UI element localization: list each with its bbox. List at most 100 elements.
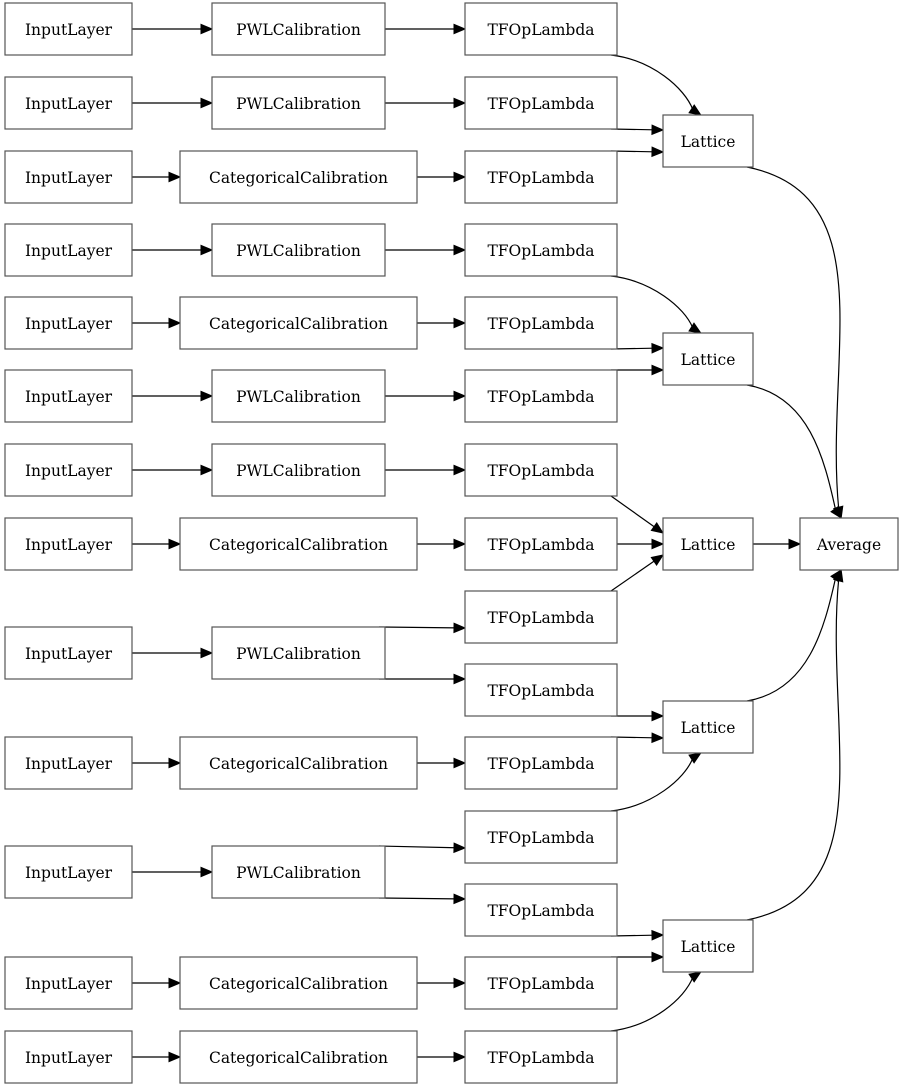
node-pwlcalibration-cal6[interactable]: PWLCalibration <box>211 369 386 423</box>
node-box[interactable] <box>464 296 618 350</box>
node-box[interactable] <box>464 1030 618 1084</box>
node-box[interactable] <box>4 845 133 899</box>
node-box[interactable] <box>464 810 618 864</box>
node-box[interactable] <box>662 114 754 168</box>
node-lattice-lat4[interactable]: Lattice <box>662 700 754 754</box>
node-input-layer-in5[interactable]: InputLayer <box>4 296 133 350</box>
node-tfop-lambda-op14[interactable]: TFOpLambda <box>464 956 618 1010</box>
node-average-avg[interactable]: Average <box>799 517 899 571</box>
node-box[interactable] <box>662 700 754 754</box>
node-box[interactable] <box>4 76 133 130</box>
node-box[interactable] <box>4 223 133 277</box>
node-box[interactable] <box>179 150 418 204</box>
arrowhead <box>200 244 214 256</box>
node-input-layer-in10[interactable]: InputLayer <box>4 736 133 790</box>
node-categorical-calibration-cal10[interactable]: CategoricalCalibration <box>179 736 418 790</box>
node-box[interactable] <box>662 919 754 973</box>
node-box[interactable] <box>4 1030 133 1084</box>
node-categorical-calibration-cal3[interactable]: CategoricalCalibration <box>179 150 418 204</box>
node-box[interactable] <box>4 626 133 680</box>
node-label: InputLayer <box>25 462 113 480</box>
node-box[interactable] <box>211 223 386 277</box>
node-box[interactable] <box>464 590 618 644</box>
node-box[interactable] <box>179 517 418 571</box>
node-input-layer-in12[interactable]: InputLayer <box>4 956 133 1010</box>
node-box[interactable] <box>211 443 386 497</box>
node-box[interactable] <box>464 956 618 1010</box>
arrowhead <box>651 124 665 136</box>
node-pwlcalibration-cal1[interactable]: PWLCalibration <box>211 2 386 56</box>
node-categorical-calibration-cal13[interactable]: CategoricalCalibration <box>179 1030 418 1084</box>
node-box[interactable] <box>662 332 754 386</box>
node-tfop-lambda-op15[interactable]: TFOpLambda <box>464 1030 618 1084</box>
node-input-layer-in6[interactable]: InputLayer <box>4 369 133 423</box>
node-box[interactable] <box>464 736 618 790</box>
node-lattice-lat2[interactable]: Lattice <box>662 332 754 386</box>
node-box[interactable] <box>179 956 418 1010</box>
node-categorical-calibration-cal8[interactable]: CategoricalCalibration <box>179 517 418 571</box>
node-pwlcalibration-cal4[interactable]: PWLCalibration <box>211 223 386 277</box>
node-tfop-lambda-op13[interactable]: TFOpLambda <box>464 883 618 937</box>
node-box[interactable] <box>4 956 133 1010</box>
node-tfop-lambda-op5[interactable]: TFOpLambda <box>464 296 618 350</box>
node-box[interactable] <box>4 517 133 571</box>
node-box[interactable] <box>464 76 618 130</box>
node-tfop-lambda-op6[interactable]: TFOpLambda <box>464 369 618 423</box>
node-box[interactable] <box>179 736 418 790</box>
node-box[interactable] <box>211 369 386 423</box>
node-tfop-lambda-op8[interactable]: TFOpLambda <box>464 517 618 571</box>
node-input-layer-in9[interactable]: InputLayer <box>4 626 133 680</box>
node-lattice-lat3[interactable]: Lattice <box>662 517 754 571</box>
node-input-layer-in8[interactable]: InputLayer <box>4 517 133 571</box>
node-pwlcalibration-cal2[interactable]: PWLCalibration <box>211 76 386 130</box>
node-box[interactable] <box>464 369 618 423</box>
edge-op12-to-lat4 <box>610 757 694 812</box>
node-box[interactable] <box>799 517 899 571</box>
node-box[interactable] <box>179 1030 418 1084</box>
node-tfop-lambda-op3[interactable]: TFOpLambda <box>464 150 618 204</box>
node-input-layer-in2[interactable]: InputLayer <box>4 76 133 130</box>
node-box[interactable] <box>464 2 618 56</box>
node-box[interactable] <box>4 443 133 497</box>
node-box[interactable] <box>211 76 386 130</box>
node-input-layer-in4[interactable]: InputLayer <box>4 223 133 277</box>
node-box[interactable] <box>464 517 618 571</box>
node-box[interactable] <box>4 736 133 790</box>
arrowhead <box>651 951 665 963</box>
node-lattice-lat1[interactable]: Lattice <box>662 114 754 168</box>
node-box[interactable] <box>464 663 618 717</box>
node-box[interactable] <box>4 2 133 56</box>
node-pwlcalibration-cal9[interactable]: PWLCalibration <box>211 626 386 680</box>
node-box[interactable] <box>211 845 386 899</box>
node-tfop-lambda-op9[interactable]: TFOpLambda <box>464 590 618 644</box>
node-input-layer-in7[interactable]: InputLayer <box>4 443 133 497</box>
node-input-layer-in13[interactable]: InputLayer <box>4 1030 133 1084</box>
node-tfop-lambda-op12[interactable]: TFOpLambda <box>464 810 618 864</box>
node-pwlcalibration-cal11[interactable]: PWLCalibration <box>211 845 386 899</box>
arrowhead <box>453 390 467 402</box>
node-box[interactable] <box>464 443 618 497</box>
node-tfop-lambda-op1[interactable]: TFOpLambda <box>464 2 618 56</box>
node-box[interactable] <box>464 883 618 937</box>
node-box[interactable] <box>4 150 133 204</box>
node-tfop-lambda-op4[interactable]: TFOpLambda <box>464 223 618 277</box>
node-tfop-lambda-op11[interactable]: TFOpLambda <box>464 736 618 790</box>
node-box[interactable] <box>464 223 618 277</box>
node-tfop-lambda-op10[interactable]: TFOpLambda <box>464 663 618 717</box>
node-tfop-lambda-op7[interactable]: TFOpLambda <box>464 443 618 497</box>
node-pwlcalibration-cal7[interactable]: PWLCalibration <box>211 443 386 497</box>
node-box[interactable] <box>662 517 754 571</box>
node-lattice-lat5[interactable]: Lattice <box>662 919 754 973</box>
node-categorical-calibration-cal12[interactable]: CategoricalCalibration <box>179 956 418 1010</box>
node-input-layer-in1[interactable]: InputLayer <box>4 2 133 56</box>
node-box[interactable] <box>211 2 386 56</box>
node-tfop-lambda-op2[interactable]: TFOpLambda <box>464 76 618 130</box>
node-input-layer-in11[interactable]: InputLayer <box>4 845 133 899</box>
node-input-layer-in3[interactable]: InputLayer <box>4 150 133 204</box>
node-categorical-calibration-cal5[interactable]: CategoricalCalibration <box>179 296 418 350</box>
node-box[interactable] <box>464 150 618 204</box>
node-box[interactable] <box>4 369 133 423</box>
node-box[interactable] <box>211 626 386 680</box>
node-box[interactable] <box>179 296 418 350</box>
node-box[interactable] <box>4 296 133 350</box>
